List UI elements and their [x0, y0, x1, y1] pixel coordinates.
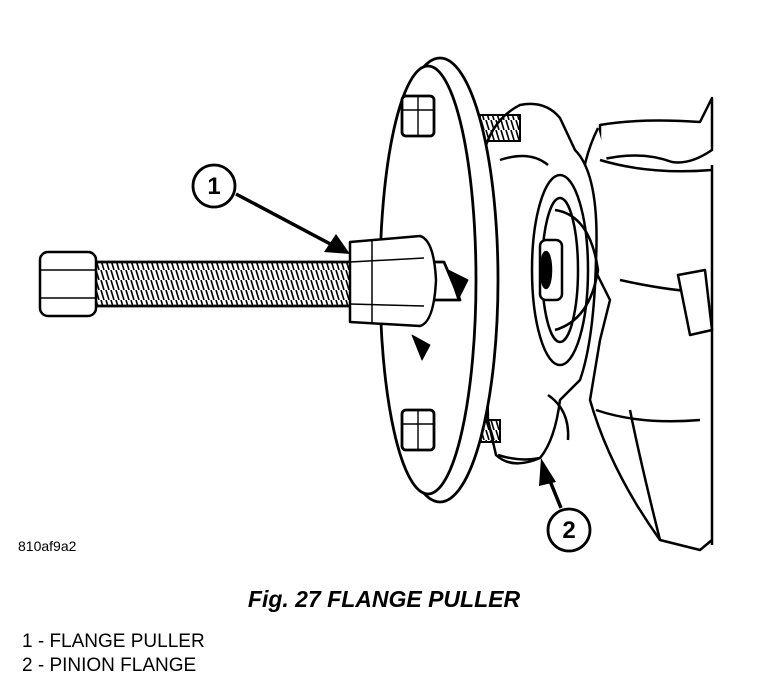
figure-caption: Fig. 27 FLANGE PULLER: [247, 586, 521, 612]
callout-2: 2: [539, 458, 592, 553]
legend-item: 1 - FLANGE PULLER: [22, 631, 205, 652]
puller-plate: [378, 56, 500, 504]
legend-item: 2 - PINION FLANGE: [22, 655, 197, 676]
axle-housing: [578, 96, 714, 552]
callout-2-number: 2: [562, 517, 575, 544]
pinion-flange: [480, 102, 600, 465]
image-id: 810af9a2: [18, 538, 77, 554]
callout-1: 1: [191, 163, 350, 254]
legend: 1 - FLANGE PULLER 2 - PINION FLANGE: [22, 630, 205, 678]
callout-1-number: 1: [207, 173, 220, 200]
forcing-screw: [38, 234, 438, 328]
flange-puller-illustration: 1 2: [38, 56, 714, 553]
